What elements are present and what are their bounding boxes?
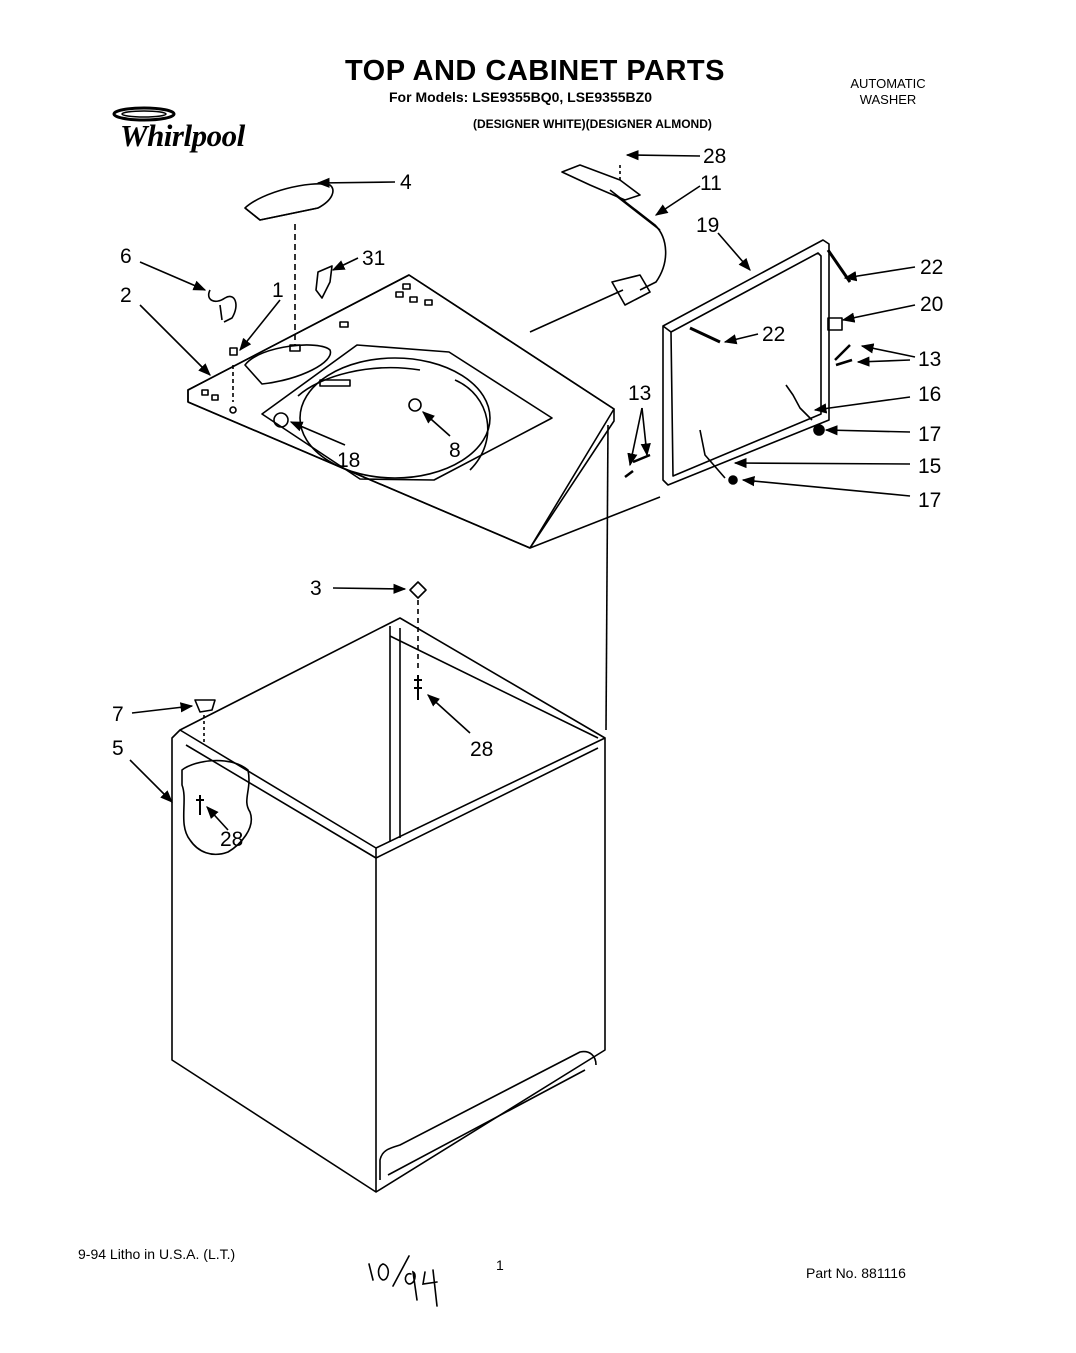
callout-22: 22 [762, 323, 785, 346]
finish-list: (DESIGNER WHITE)(DESIGNER ALMOND) [473, 117, 712, 131]
callout-18: 18 [337, 449, 360, 472]
washer-cabinet [171, 617, 606, 1193]
callout-17: 17 [918, 423, 941, 446]
callout-4: 4 [400, 171, 412, 194]
part-4-lid-pad [244, 183, 334, 221]
part-number: Part No. 881116 [806, 1265, 906, 1281]
model-list: For Models: LSE9355BQ0, LSE9355BZ0 [389, 89, 652, 105]
callout-8: 8 [449, 439, 461, 462]
callout-28: 28 [470, 738, 493, 761]
callout-3: 3 [310, 577, 322, 600]
page-title: TOP AND CABINET PARTS [344, 55, 725, 87]
callout-20: 20 [920, 293, 943, 316]
whirlpool-logo-swoosh-icon [112, 106, 176, 122]
callout-leaders [129, 150, 916, 831]
callout-28: 28 [220, 828, 243, 851]
callout-13: 13 [918, 348, 941, 371]
product-type: AUTOMATIC WASHER [820, 76, 956, 108]
brand-logo: Whirlpool [120, 118, 245, 153]
page-number: 1 [496, 1257, 504, 1273]
print-info: 9-94 Litho in U.S.A. (L.T.) [78, 1246, 236, 1262]
callout-19: 19 [696, 214, 719, 237]
callout-16: 16 [918, 383, 941, 406]
callout-28: 28 [703, 145, 726, 168]
handwritten-date-signature [368, 1255, 438, 1307]
callout-31: 31 [362, 247, 385, 270]
callout-17: 17 [918, 489, 941, 512]
callout-13: 13 [628, 382, 651, 405]
callout-6: 6 [120, 245, 132, 268]
callout-2: 2 [120, 284, 132, 307]
callout-labels: 28 4 11 19 6 31 22 2 1 20 22 13 13 16 8 … [112, 145, 943, 851]
callout-11: 11 [700, 172, 722, 195]
callout-15: 15 [918, 455, 941, 478]
product-type-line2: WASHER [859, 92, 917, 107]
callout-22: 22 [920, 256, 943, 279]
part-19-console-frame [662, 239, 843, 486]
callout-1: 1 [272, 279, 284, 302]
callout-7: 7 [112, 703, 124, 726]
product-type-line1: AUTOMATIC [850, 76, 926, 91]
callout-5: 5 [112, 737, 124, 760]
part-11-hose-assembly [561, 164, 667, 306]
washer-top-panel [187, 274, 615, 549]
